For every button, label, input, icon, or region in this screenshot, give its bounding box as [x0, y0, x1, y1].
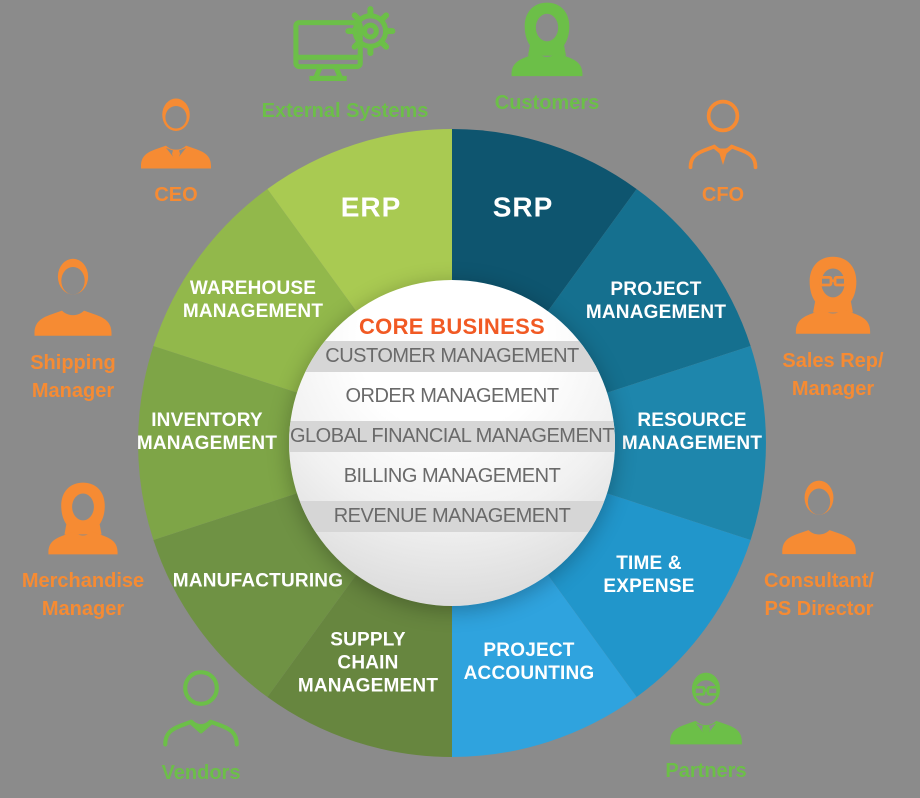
actor-label-vendors: Vendors	[161, 762, 241, 784]
actor-merchandise-manager: Merchandise Manager	[13, 480, 153, 623]
core-business-circle: CORE BUSINESS CUSTOMER MANAGEMENT ORDER …	[289, 280, 615, 606]
actor-label-partners: Partners	[665, 760, 747, 782]
vendors-person-icon	[157, 666, 245, 754]
wedge-label-inventory-management: INVENTORY MANAGEMENT	[136, 410, 278, 454]
actor-sales-rep-manager: Sales Rep/ Manager	[753, 254, 913, 403]
wedge-label-srp: SRP	[492, 191, 554, 223]
core-item-order-management: ORDER MANAGEMENT	[345, 385, 559, 407]
wedge-label-resource-management: RESOURCE MANAGEMENT	[621, 410, 763, 454]
wedge-label-warehouse-management: WAREHOUSE MANAGEMENT	[182, 278, 324, 322]
wedge-label-manufacturing: MANUFACTURING	[172, 570, 344, 592]
actor-label-external-systems: External Systems	[261, 100, 429, 122]
wedge-label-time-expense: TIME & EXPENSE	[603, 553, 695, 597]
wedge-label-supply-chain-management: SUPPLY CHAIN MANAGEMENT	[297, 629, 439, 697]
monitor-gear-icon	[290, 4, 400, 92]
actor-label-merchandise-manager: Merchandise Manager	[21, 570, 145, 620]
wedge-label-project-accounting: PROJECT ACCOUNTING	[463, 640, 595, 684]
shipping-manager-person-icon	[29, 256, 117, 344]
wedge-label-project-management: PROJECT MANAGEMENT	[585, 279, 727, 323]
core-item-billing-management: BILLING MANAGEMENT	[343, 465, 561, 487]
wedge-label-erp: ERP	[340, 191, 402, 223]
consultant-person-icon	[777, 478, 861, 562]
actor-label-sales-rep-manager: Sales Rep/ Manager	[782, 350, 884, 400]
ceo-person-icon	[136, 96, 216, 176]
actor-ceo: CEO	[111, 96, 241, 209]
actor-label-shipping-manager: Shipping Manager	[30, 352, 116, 402]
merchandise-manager-person-icon	[42, 480, 124, 562]
actor-cfo: CFO	[658, 96, 788, 209]
actor-external-systems: External Systems	[235, 4, 455, 125]
actor-label-consultant-ps-director: Consultant/ PS Director	[764, 570, 874, 620]
actor-label-cfo: CFO	[701, 184, 745, 206]
actor-label-ceo: CEO	[154, 184, 198, 206]
cfo-person-icon	[683, 96, 763, 176]
core-business-title: CORE BUSINESS	[358, 314, 546, 339]
actor-consultant-ps-director: Consultant/ PS Director	[733, 478, 905, 623]
actor-customers: Customers	[462, 0, 632, 117]
core-item-revenue-management: REVENUE MANAGEMENT	[289, 501, 615, 532]
core-item-global-financial-management: GLOBAL FINANCIAL MANAGEMENT	[289, 421, 615, 452]
actor-partners: Partners	[651, 670, 761, 785]
core-item-customer-management: CUSTOMER MANAGEMENT	[289, 341, 615, 372]
sales-rep-person-icon	[789, 254, 877, 342]
actor-label-customers: Customers	[494, 92, 600, 114]
actor-vendors: Vendors	[146, 666, 256, 787]
customers-person-icon	[505, 0, 589, 84]
actor-shipping-manager: Shipping Manager	[8, 256, 138, 405]
partners-person-icon	[665, 670, 747, 752]
